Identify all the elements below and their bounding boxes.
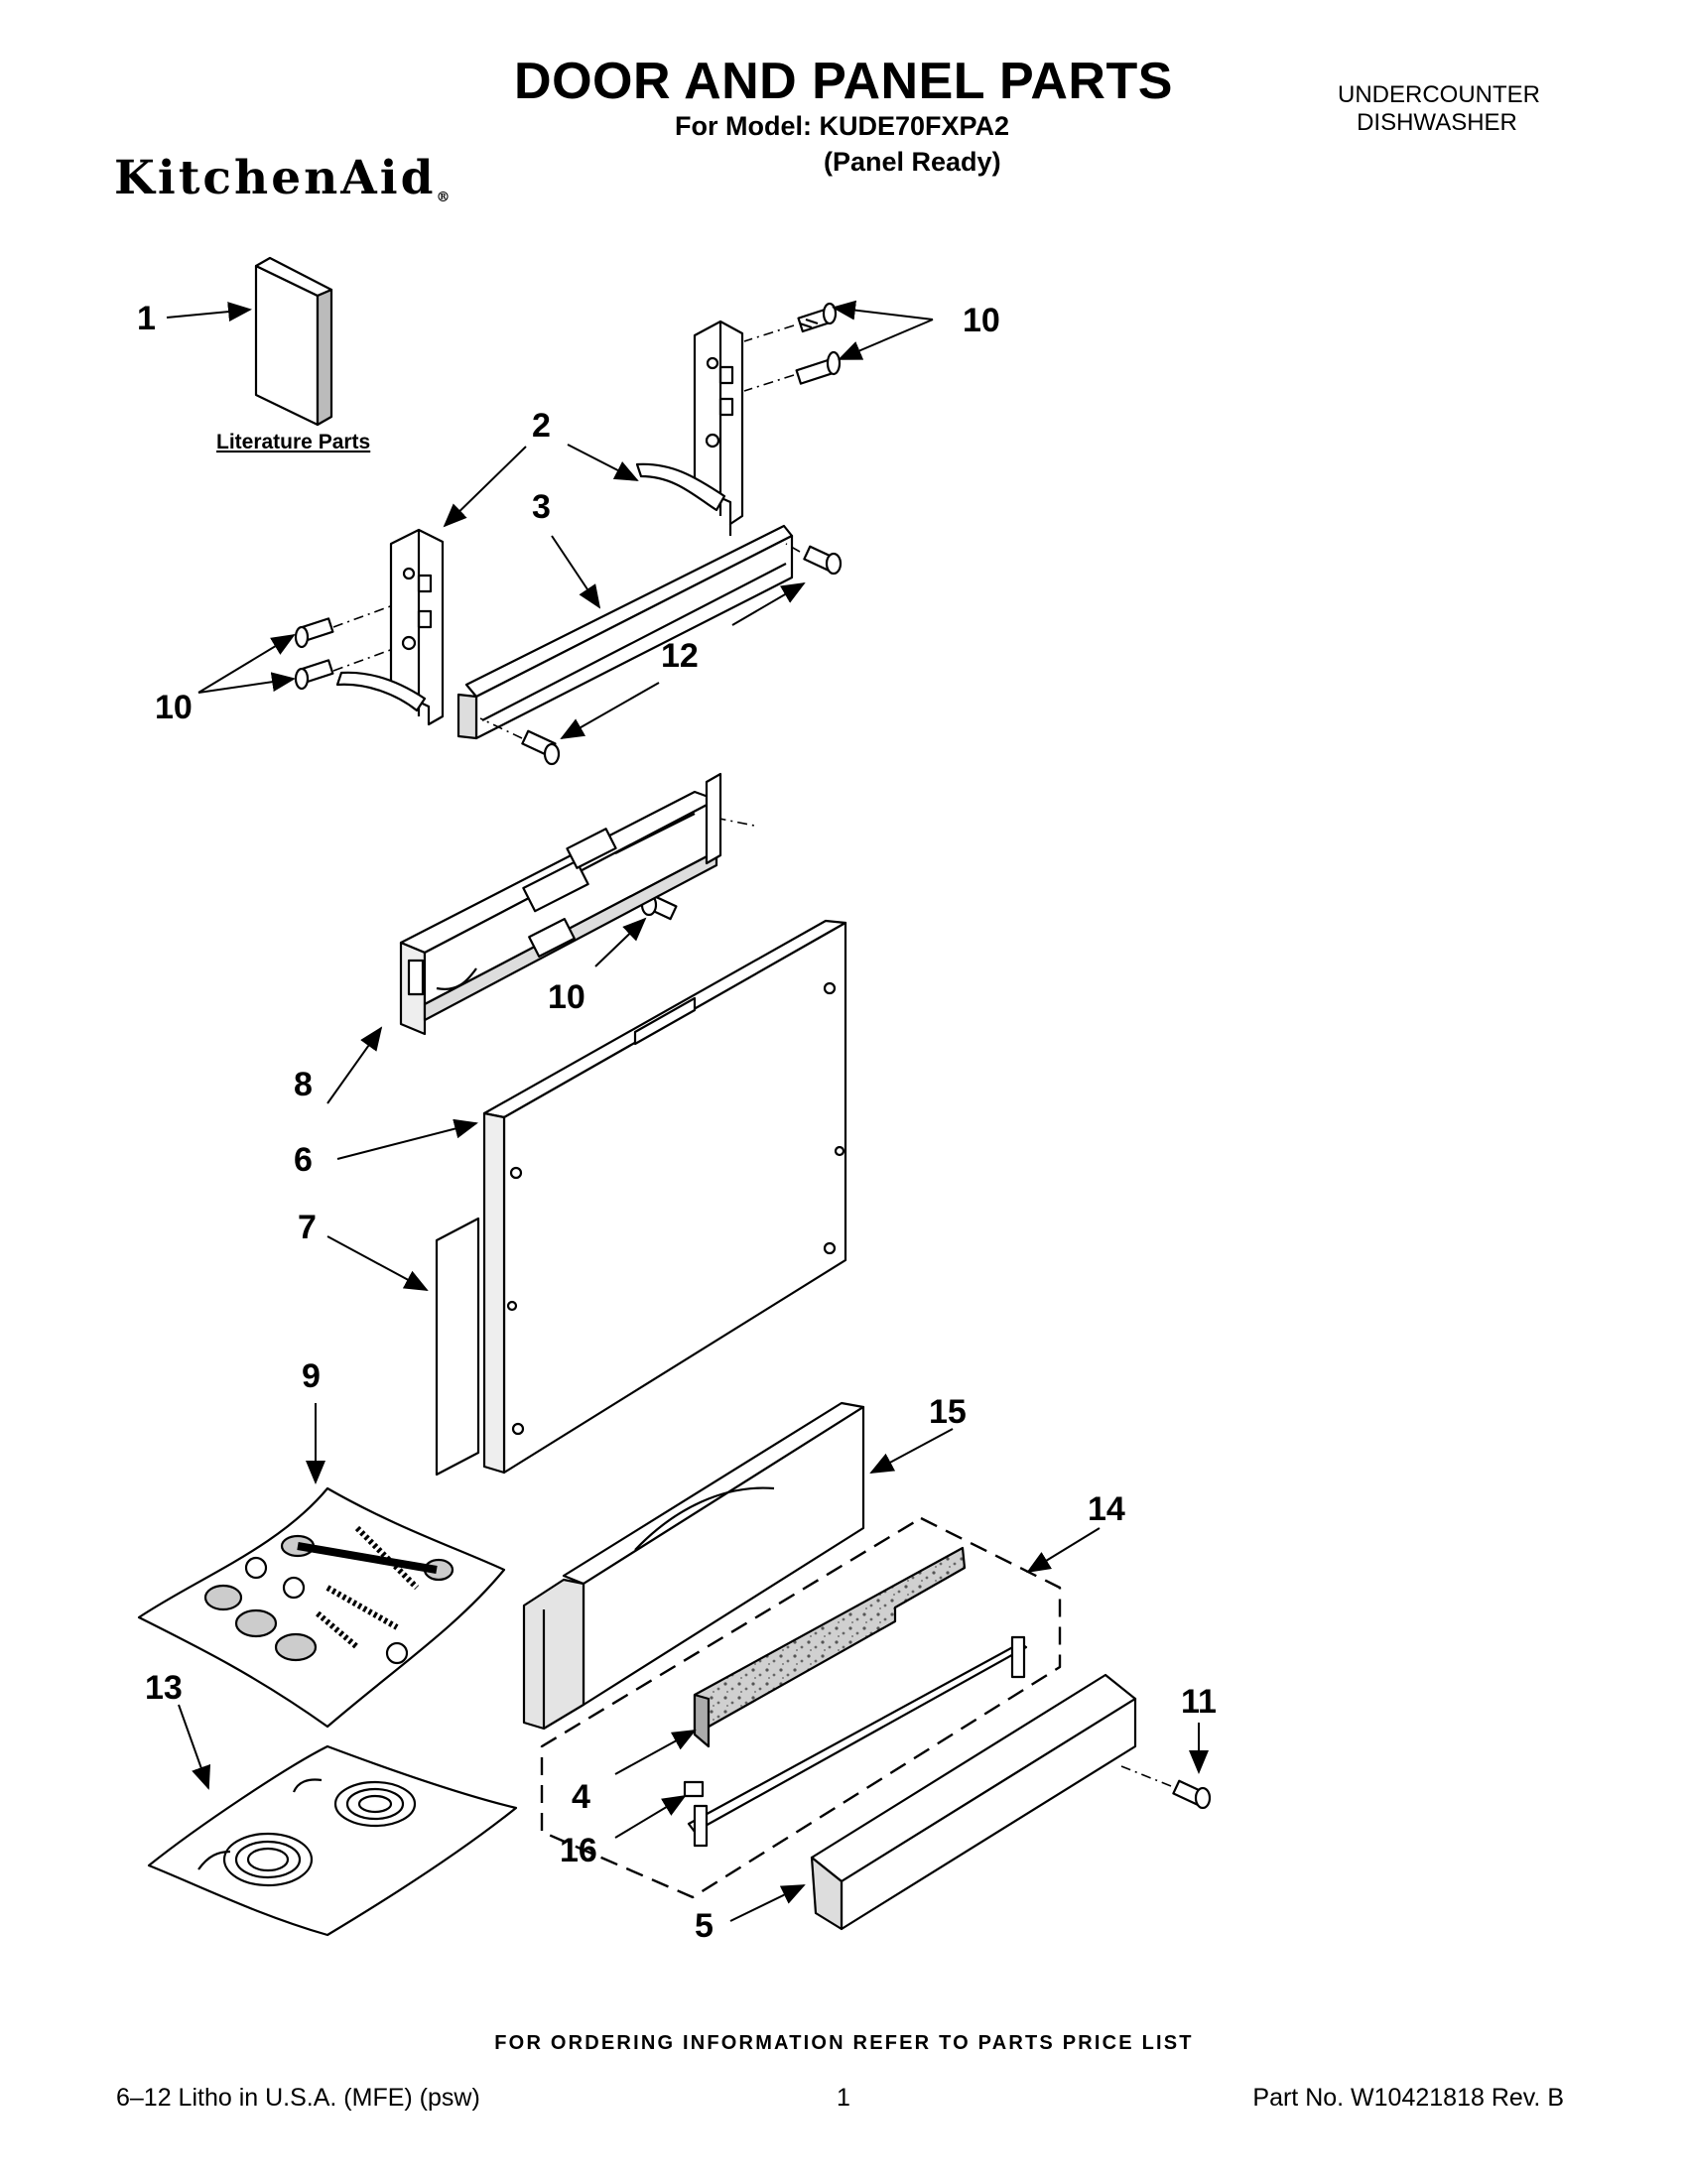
- model-variant: (Panel Ready): [824, 147, 1001, 177]
- product-type: UNDERCOUNTER DISHWASHER: [1338, 81, 1540, 137]
- part-6-door-panel: [482, 919, 847, 1475]
- part-15-panel: [522, 1401, 865, 1731]
- leader-arrows: [166, 300, 1209, 1922]
- callout-16: 16: [560, 1832, 597, 1869]
- callout-7: 7: [298, 1209, 317, 1246]
- callout-15: 15: [929, 1393, 967, 1431]
- callout-13: 13: [145, 1669, 183, 1707]
- screw-12-right: [803, 545, 843, 576]
- callout-9: 9: [302, 1357, 321, 1395]
- part-1-literature: [254, 256, 333, 427]
- screw-10-left-b: [294, 659, 334, 691]
- part-7-strip: [435, 1217, 480, 1477]
- callout-11: 11: [1181, 1683, 1217, 1721]
- page-title: DOOR AND PANEL PARTS: [514, 53, 1173, 110]
- screw-10-top-a: [797, 302, 838, 333]
- product-type-line1: UNDERCOUNTER: [1338, 81, 1540, 108]
- callout-numbers: 1 Literature Parts 2 3 10 10 12 10 8 6 7…: [137, 300, 1217, 1945]
- part-2-hinge-bracket-left: [335, 528, 445, 726]
- callout-14: 14: [1088, 1490, 1125, 1528]
- part-14-kit-outline: [540, 1516, 1062, 1899]
- registered-mark: ®: [436, 190, 454, 205]
- literature-parts-label: Literature Parts: [216, 431, 370, 453]
- callout-4: 4: [572, 1778, 590, 1816]
- litho-info: 6–12 Litho in U.S.A. (MFE) (psw): [116, 2084, 480, 2112]
- part-9-hardware-bag: [137, 1486, 506, 1729]
- alignment-lines: [332, 324, 1172, 1787]
- ordering-note: FOR ORDERING INFORMATION REFER TO PARTS …: [494, 2032, 1194, 2054]
- page-number: 1: [837, 2084, 850, 2112]
- callout-8: 8: [294, 1066, 313, 1103]
- callout-10-top: 10: [963, 302, 1000, 339]
- callout-10-left: 10: [155, 689, 193, 726]
- callout-6: 6: [294, 1141, 313, 1179]
- screw-10-top-b: [795, 350, 842, 385]
- part-2-hinge-bracket-right: [635, 320, 744, 536]
- screw-10-left-a: [294, 617, 334, 649]
- callout-5: 5: [695, 1907, 714, 1945]
- part-number: Part No. W10421818 Rev. B: [1252, 2084, 1564, 2112]
- part-8-control-panel: [399, 772, 722, 1036]
- part-5-lower-bracket: [810, 1673, 1137, 1931]
- screw-11: [1172, 1779, 1212, 1810]
- callout-2: 2: [532, 407, 551, 445]
- callout-3: 3: [532, 488, 551, 526]
- brand-logo-text: KitchenAid: [114, 151, 437, 205]
- brand-logo: KitchenAid®: [114, 151, 453, 205]
- product-type-line2: DISHWASHER: [1357, 109, 1517, 136]
- part-3-channel: [456, 524, 794, 740]
- part-13-tape-bag: [147, 1744, 518, 1937]
- callout-1: 1: [137, 300, 156, 337]
- callout-12: 12: [661, 637, 699, 675]
- part-16-rail: [683, 1635, 1028, 1848]
- screw-12-left: [521, 729, 561, 766]
- model-number: For Model: KUDE70FXPA2: [675, 111, 1010, 141]
- callout-10-mid: 10: [548, 978, 585, 1016]
